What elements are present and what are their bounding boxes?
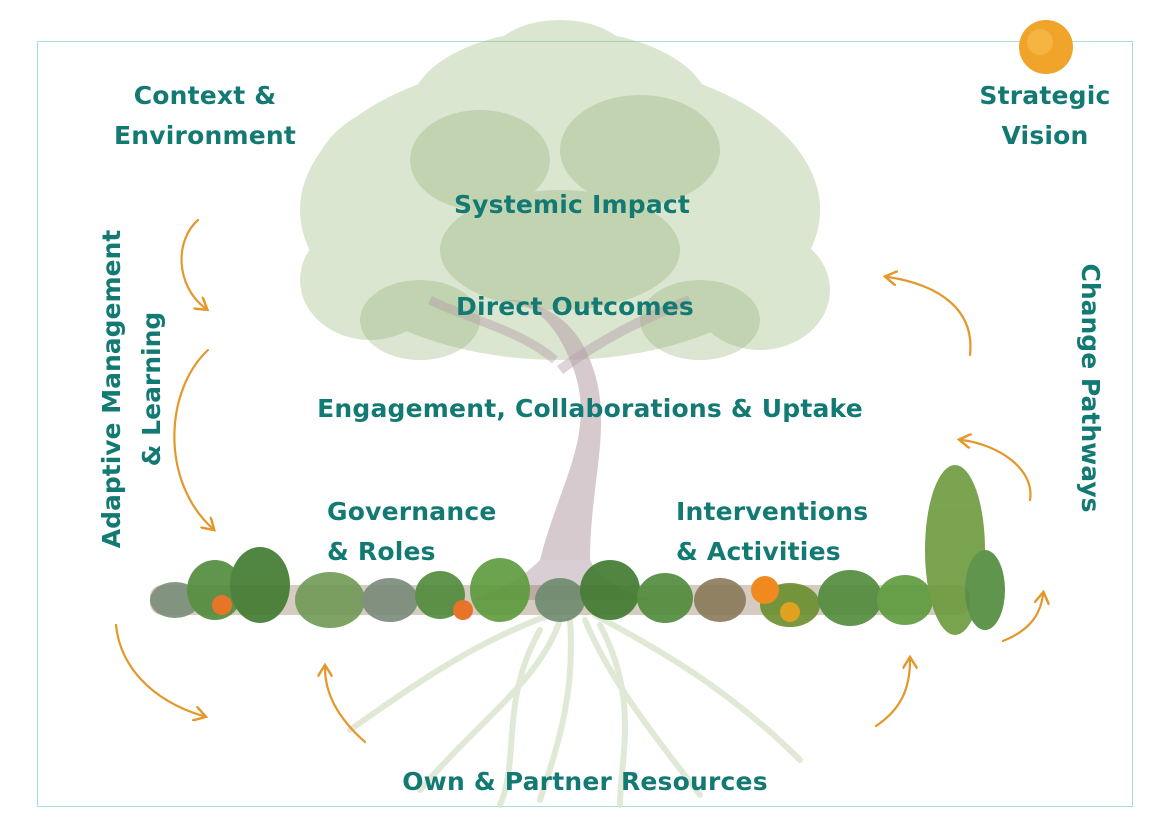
- direct-outcomes-label: Direct Outcomes: [456, 292, 694, 321]
- roots-illustration: [347, 612, 803, 808]
- interventions-label-line1: Interventions: [676, 497, 869, 526]
- vision-label: Strategic Vision: [955, 76, 1135, 156]
- arrow-adaptive-1: [180, 218, 205, 308]
- context-label-line1: Context &: [133, 81, 277, 110]
- vision-label-line1: Strategic: [979, 81, 1111, 110]
- arrow-change-2: [962, 440, 1032, 502]
- adaptive-label-line2: & Learning: [137, 311, 166, 467]
- arrow-resources-right: [874, 660, 910, 728]
- vision-label-line2: Vision: [1001, 121, 1089, 150]
- arrow-adaptive-3: [114, 623, 203, 716]
- plants-strip: [150, 465, 1005, 635]
- diagram-frame: [37, 41, 1133, 807]
- arrow-adaptive-2: [173, 348, 212, 528]
- governance-label-line1: Governance: [327, 497, 497, 526]
- adaptive-label: Adaptive Management & Learning: [92, 199, 172, 579]
- interventions-label: Interventions & Activities: [676, 492, 868, 572]
- engagement-label: Engagement, Collaborations & Uptake: [317, 394, 863, 423]
- change-pathways-label: Change Pathways: [1076, 263, 1105, 513]
- governance-label: Governance & Roles: [327, 492, 497, 572]
- adaptive-label-line1: Adaptive Management: [97, 229, 126, 549]
- arrow-change-3: [888, 277, 972, 357]
- arrow-change-1: [1001, 595, 1043, 643]
- systemic-impact-label: Systemic Impact: [453, 190, 691, 219]
- resources-label: Own & Partner Resources: [402, 767, 768, 796]
- interventions-label-line2: & Activities: [676, 537, 841, 566]
- governance-label-line2: & Roles: [327, 537, 436, 566]
- tree-illustration: [300, 20, 830, 600]
- context-label: Context & Environment: [100, 76, 310, 156]
- arrow-resources-left: [325, 668, 367, 744]
- context-label-line2: Environment: [114, 121, 296, 150]
